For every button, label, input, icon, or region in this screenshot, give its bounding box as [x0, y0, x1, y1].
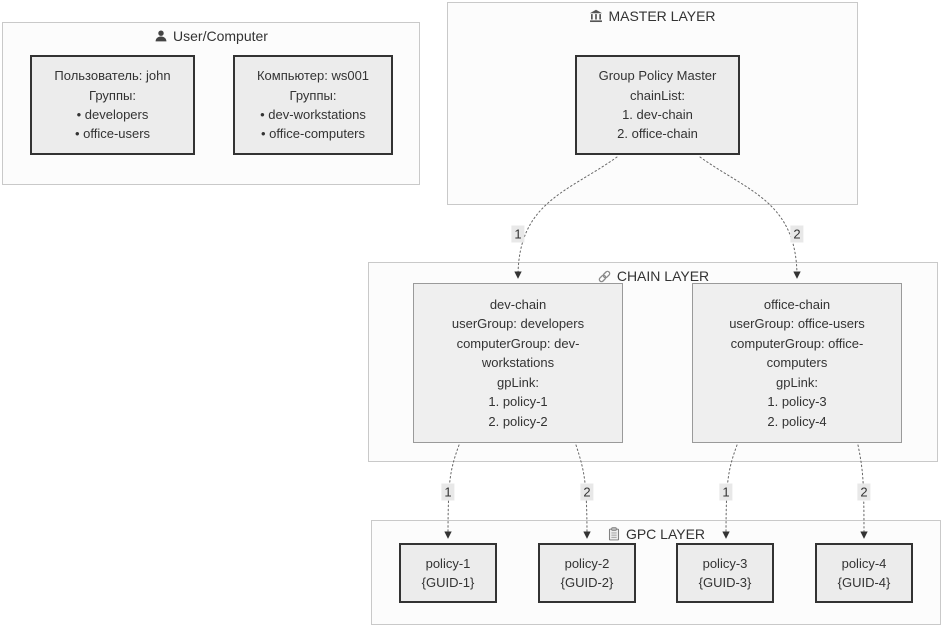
node-line: policy-4 — [841, 555, 887, 571]
node-line: {GUID-1} — [421, 575, 475, 590]
layer-gpc-title: GPC LAYER — [372, 526, 940, 542]
node-line: dev-chain — [489, 297, 547, 313]
node-office-chain: office-chain userGroup: office-users com… — [692, 283, 902, 443]
person-icon — [155, 30, 167, 42]
node-line: • office-users — [74, 126, 151, 142]
node-line: Group Policy Master — [598, 68, 717, 84]
node-line: {GUID-3} — [698, 575, 752, 590]
node-line: chainList: — [630, 87, 685, 103]
edge-label: 2 — [580, 483, 594, 501]
node-line: userGroup: developers — [451, 316, 585, 332]
layer-title-text: MASTER LAYER — [608, 8, 716, 24]
node-line: 1. policy-1 — [488, 394, 548, 410]
node-policy-1: policy-1 {GUID-1} — [399, 543, 497, 603]
node-line: Группы: — [89, 87, 136, 103]
node-line: gpLink: — [776, 374, 818, 390]
layer-title-text: GPC LAYER — [625, 526, 706, 542]
edge-label: 1 — [511, 225, 525, 243]
clipboard-icon — [608, 527, 619, 541]
node-line: 2. policy-4 — [767, 413, 827, 429]
bank-icon — [590, 9, 603, 23]
node-line: userGroup: office-users — [729, 316, 865, 332]
node-line: policy-1 — [425, 555, 471, 571]
layer-title-text: CHAIN LAYER — [616, 268, 710, 284]
edge-label: 1 — [719, 483, 733, 501]
node-line: policy-2 — [564, 555, 610, 571]
link-icon — [598, 270, 611, 282]
node-line: office-chain — [763, 297, 831, 313]
node-line: Пользователь: john — [54, 68, 171, 84]
layer-master-title: MASTER LAYER — [448, 8, 857, 24]
node-master: Group Policy Master chainList: 1. dev-ch… — [575, 55, 740, 155]
node-line: 1. policy-3 — [767, 394, 827, 410]
node-line: computerGroup: office- — [730, 335, 864, 351]
node-line: {GUID-4} — [837, 575, 891, 590]
layer-chain-title: CHAIN LAYER — [369, 268, 937, 284]
node-computer: Компьютер: ws001 Группы: • dev-workstati… — [233, 55, 393, 155]
node-policy-2: policy-2 {GUID-2} — [538, 543, 636, 603]
node-line: policy-3 — [702, 555, 748, 571]
layer-title-text: User/Computer — [173, 28, 268, 44]
node-line: • developers — [76, 107, 149, 122]
node-line: 2. office-chain — [617, 126, 698, 142]
edge-label: 2 — [790, 225, 804, 243]
node-line: Группы: — [289, 87, 337, 103]
edge-label: 1 — [441, 483, 455, 501]
node-line: Компьютер: ws001 — [256, 68, 370, 84]
node-policy-4: policy-4 {GUID-4} — [815, 543, 913, 603]
node-line: computers — [766, 355, 828, 371]
layer-user-computer-title: User/Computer — [3, 28, 419, 44]
node-line: • dev-workstations — [260, 107, 366, 122]
node-user: Пользователь: john Группы: • developers … — [30, 55, 195, 155]
node-policy-3: policy-3 {GUID-3} — [676, 543, 774, 603]
node-line: workstations — [481, 355, 555, 371]
node-line: computerGroup: dev- — [456, 335, 580, 351]
node-line: 2. policy-2 — [488, 413, 548, 429]
node-line: {GUID-2} — [560, 575, 614, 590]
node-line: gpLink: — [497, 374, 539, 390]
edge-label: 2 — [857, 483, 871, 501]
node-line: • office-computers — [260, 126, 366, 142]
node-line: 1. dev-chain — [622, 107, 693, 122]
node-dev-chain: dev-chain userGroup: developers computer… — [413, 283, 623, 443]
